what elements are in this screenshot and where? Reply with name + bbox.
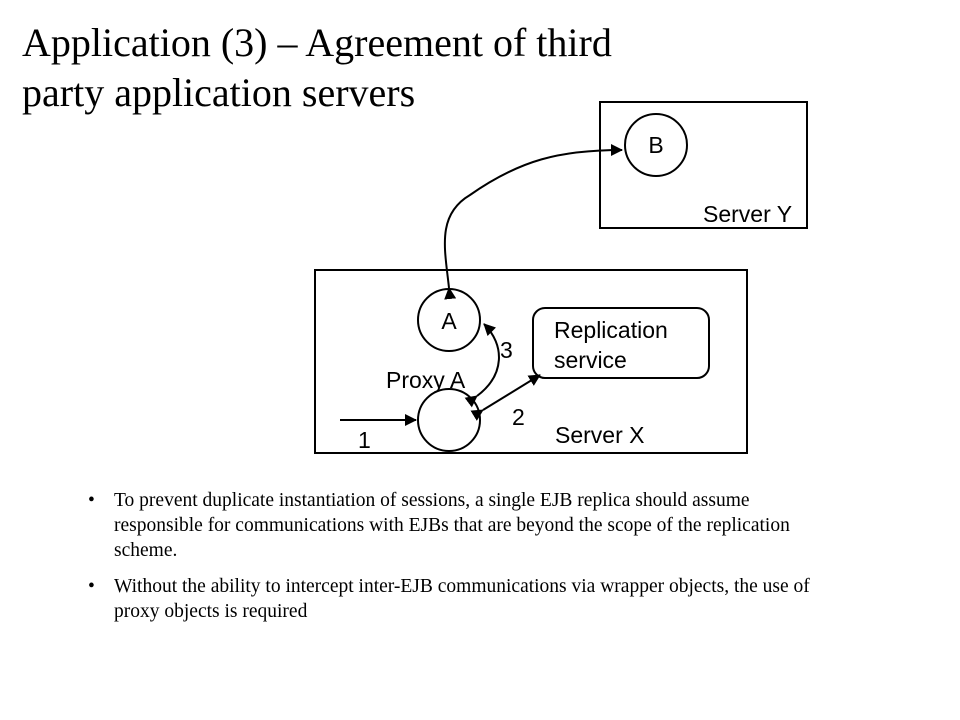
slide-title: Application (3) – Agreement of third par… bbox=[22, 18, 782, 118]
slide-title-line-2: party application servers bbox=[22, 70, 416, 115]
replication-service-line-1: Replication bbox=[554, 317, 668, 343]
slide-title-line-1: Application (3) – Agreement of third bbox=[22, 20, 612, 65]
replication-service-line-2: service bbox=[554, 347, 627, 373]
step-3-label: 3 bbox=[500, 337, 513, 363]
server-y-label: Server Y bbox=[703, 201, 792, 227]
step-1-label: 1 bbox=[358, 427, 371, 453]
bullet-item: • Without the ability to intercept inter… bbox=[88, 574, 828, 624]
step-2-label: 2 bbox=[512, 404, 525, 430]
bullet-item: • To prevent duplicate instantiation of … bbox=[88, 488, 828, 563]
node-b-circle bbox=[624, 113, 688, 177]
replication-service-box bbox=[532, 307, 710, 379]
bullet-dot-icon: • bbox=[88, 576, 95, 597]
node-a-label: A bbox=[441, 308, 457, 334]
arrow-step-3 bbox=[464, 323, 500, 408]
arrow-a-to-b bbox=[443, 144, 623, 300]
bullet-dot-icon: • bbox=[88, 490, 95, 511]
bullet-text: To prevent duplicate instantiation of se… bbox=[114, 490, 790, 561]
proxy-a-circle bbox=[417, 388, 481, 452]
node-b-label: B bbox=[648, 132, 663, 158]
bullet-list: • To prevent duplicate instantiation of … bbox=[88, 488, 828, 635]
bullet-text: Without the ability to intercept inter-E… bbox=[114, 576, 810, 622]
server-x-label: Server X bbox=[555, 422, 644, 448]
